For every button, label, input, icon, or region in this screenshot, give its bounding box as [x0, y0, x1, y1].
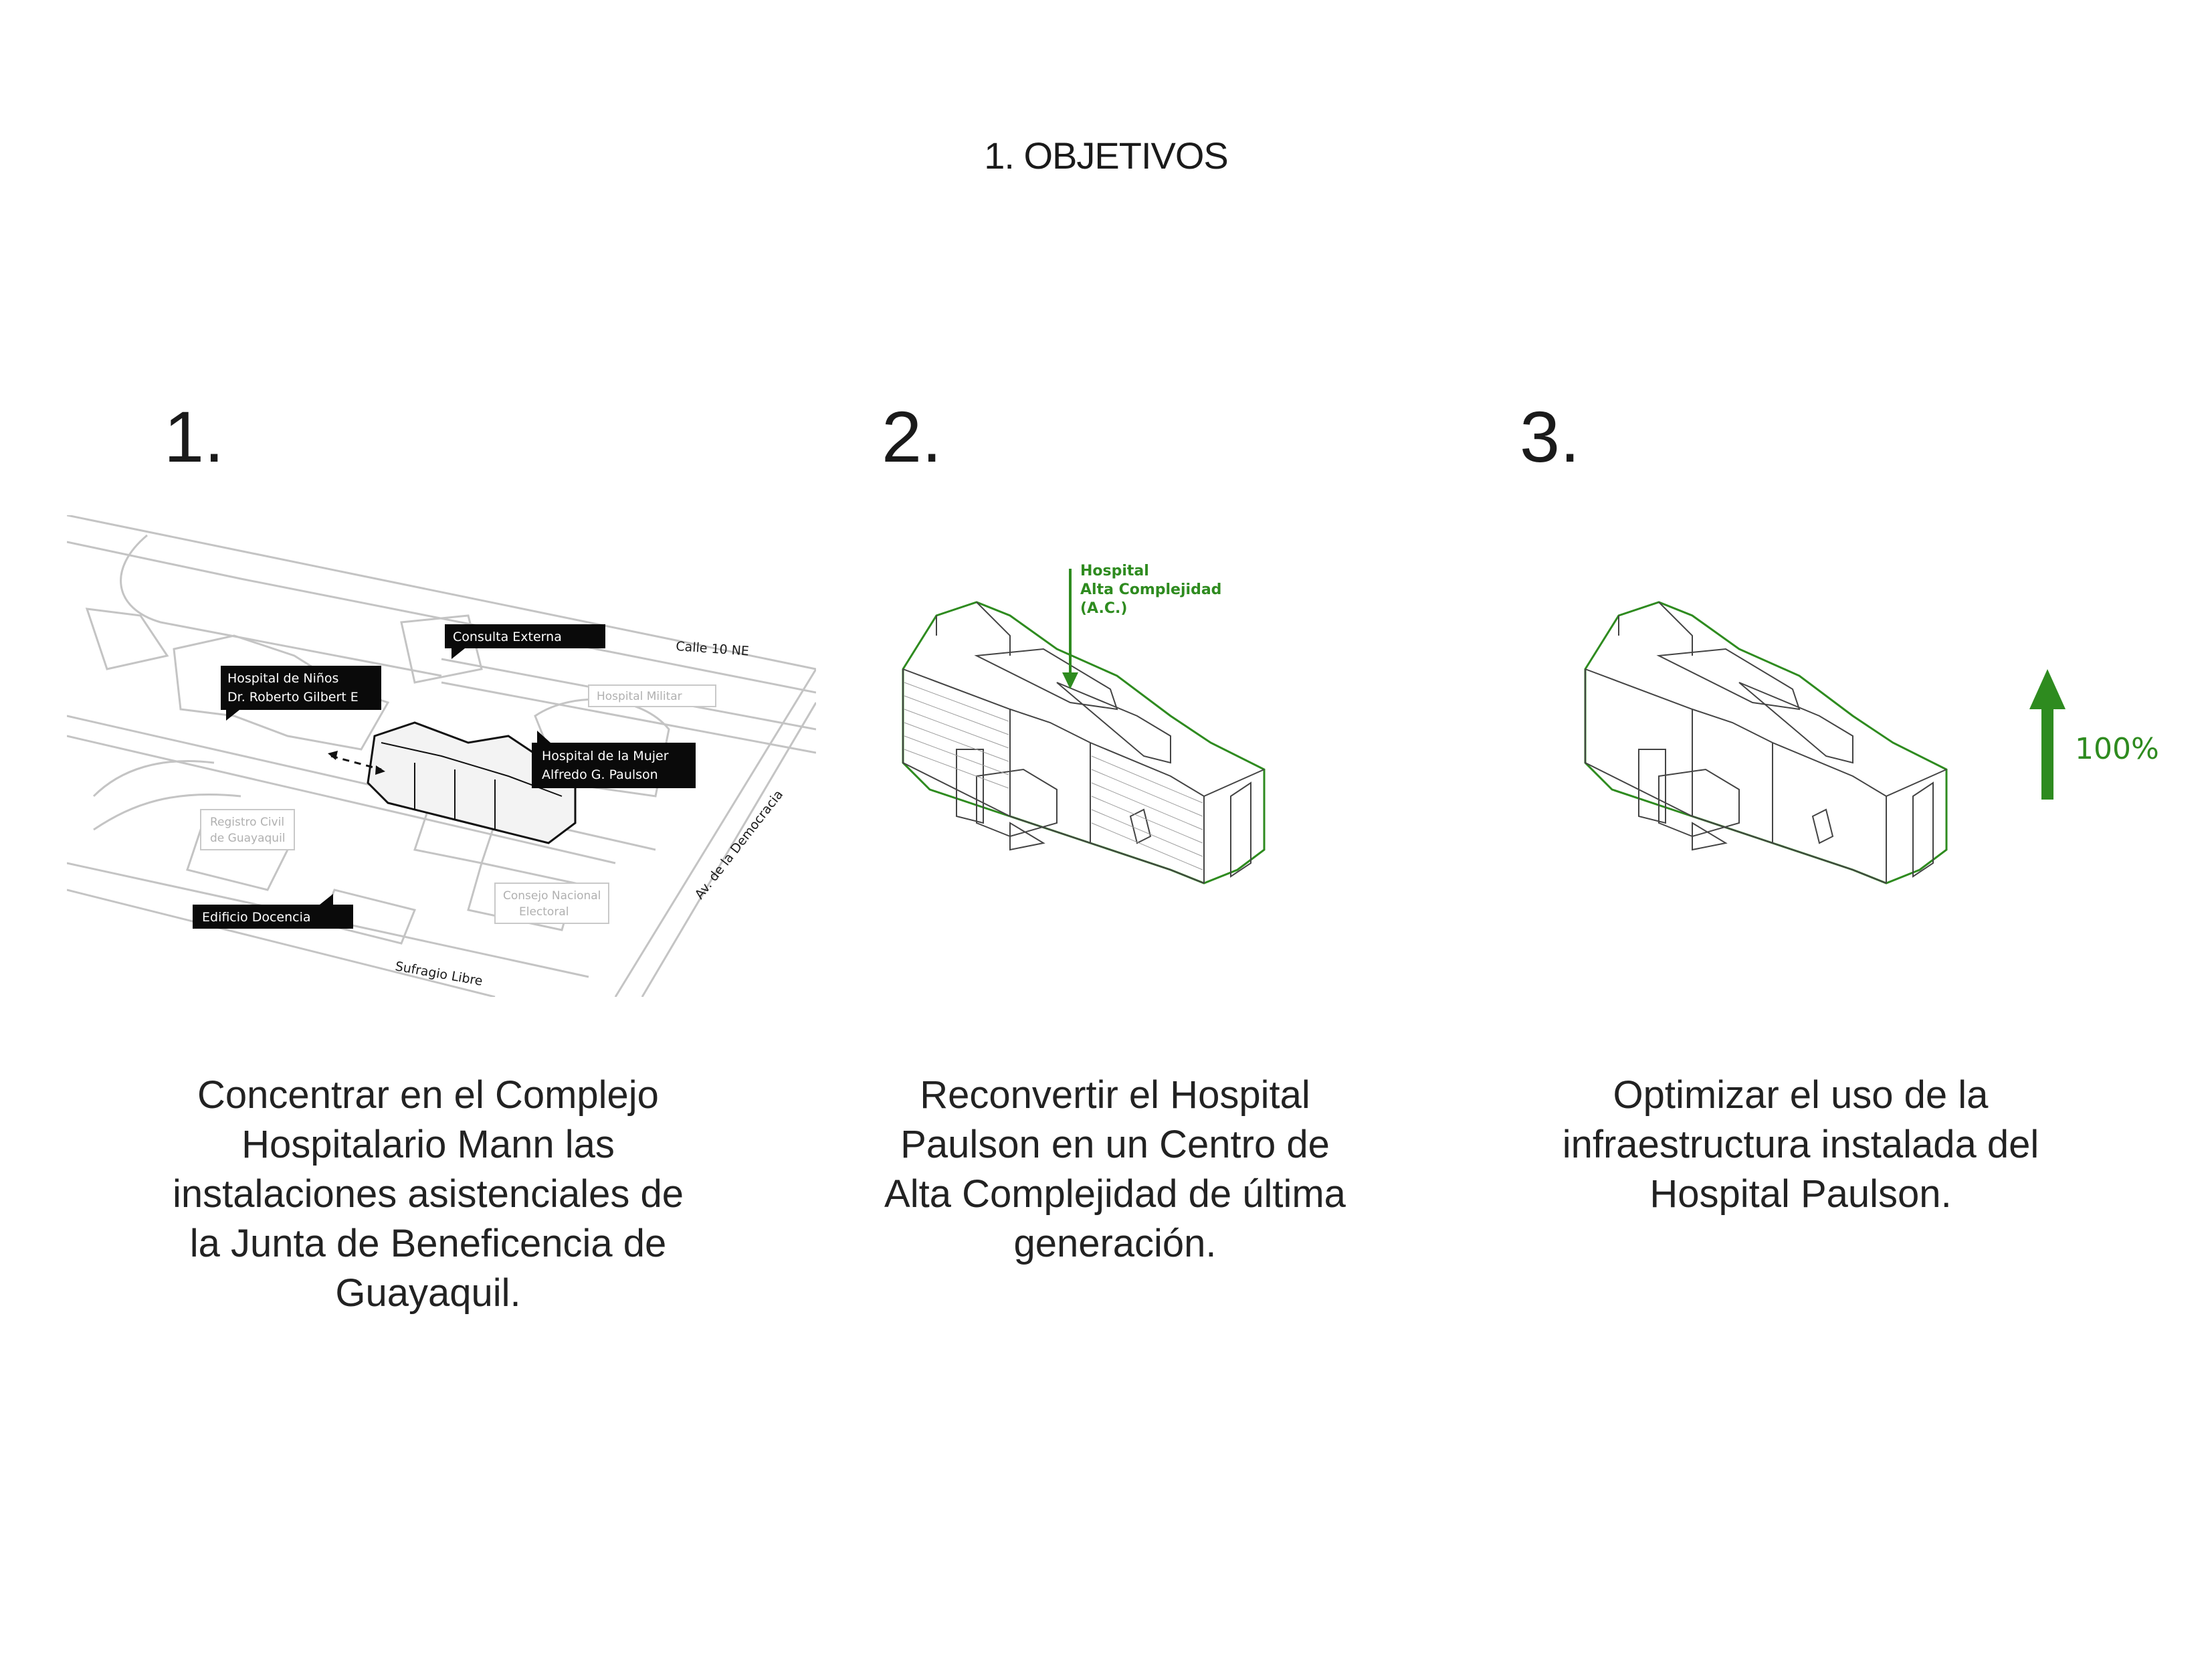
objective-caption-2: Reconvertir el Hospital Paulson en un Ce…	[807, 1071, 1423, 1269]
svg-text:Consulta Externa: Consulta Externa	[453, 630, 562, 644]
label-hospital-ninos: Hospital de Niños Dr. Roberto Gilbert E	[221, 666, 381, 721]
street-calle-10: Calle 10 NE	[676, 639, 750, 659]
label-edificio-docencia: Edificio Docencia	[193, 894, 353, 929]
label-hospital-mujer: Hospital de la Mujer Alfredo G. Paulson	[532, 731, 696, 788]
caption-1-line: la Junta de Beneficencia de	[120, 1219, 736, 1269]
objective-number-3: 3.	[1520, 395, 1580, 478]
svg-text:Edificio Docencia: Edificio Docencia	[202, 910, 311, 925]
svg-text:Electoral: Electoral	[519, 905, 569, 919]
hospital-ac-diagram: Hospital Alta Complejidad (A.C.)	[890, 549, 1358, 923]
caption-1-line: instalaciones asistenciales de	[120, 1170, 736, 1219]
svg-text:Consejo Nacional: Consejo Nacional	[503, 889, 601, 903]
ac-label-line-2: Alta Complejidad	[1080, 581, 1221, 598]
svg-text:Dr. Roberto Gilbert E: Dr. Roberto Gilbert E	[227, 690, 359, 705]
objective-number-1: 1.	[164, 395, 224, 478]
street-democracia: Av. de la Democracia	[692, 788, 787, 902]
street-sufragio: Sufragio Libre	[394, 959, 484, 989]
caption-2-line: generación.	[807, 1219, 1423, 1269]
objective-caption-1: Concentrar en el Complejo Hospitalario M…	[120, 1071, 736, 1318]
site-map-diagram: Consulta Externa Hospital de Niños Dr. R…	[67, 515, 816, 997]
hospital-optimized-diagram: 100%	[1572, 589, 2187, 937]
caption-1-line: Concentrar en el Complejo	[120, 1071, 736, 1120]
page-title: 1. OBJETIVOS	[0, 134, 2212, 177]
svg-text:Hospital de Niños: Hospital de Niños	[227, 671, 338, 686]
label-consulta-externa: Consulta Externa	[445, 624, 605, 659]
label-hospital-militar: Hospital Militar	[589, 685, 716, 707]
caption-1-line: Guayaquil.	[120, 1269, 736, 1318]
ac-label-line-1: Hospital	[1080, 563, 1149, 579]
ac-label-line-3: (A.C.)	[1080, 600, 1127, 617]
caption-3-line: infraestructura instalada del	[1493, 1120, 2108, 1170]
objective-number-2: 2.	[882, 395, 942, 478]
caption-3-line: Optimizar el uso de la	[1493, 1071, 2108, 1120]
caption-1-line: Hospitalario Mann las	[120, 1120, 736, 1170]
caption-2-line: Reconvertir el Hospital	[807, 1071, 1423, 1120]
svg-text:Alfredo G. Paulson: Alfredo G. Paulson	[542, 767, 658, 782]
label-consejo-electoral: Consejo Nacional Electoral	[495, 883, 609, 923]
caption-3-line: Hospital Paulson.	[1493, 1170, 2108, 1219]
svg-text:Hospital de la Mujer: Hospital de la Mujer	[542, 749, 669, 763]
svg-text:Hospital Militar: Hospital Militar	[597, 690, 682, 703]
objective-caption-3: Optimizar el uso de la infraestructura i…	[1493, 1071, 2108, 1219]
svg-text:de Guayaquil: de Guayaquil	[210, 832, 286, 845]
caption-2-line: Paulson en un Centro de	[807, 1120, 1423, 1170]
caption-2-line: Alta Complejidad de última	[807, 1170, 1423, 1219]
label-registro-civil: Registro Civil de Guayaquil	[201, 810, 294, 850]
svg-text:Registro Civil: Registro Civil	[210, 816, 284, 829]
growth-percentage: 100%	[2075, 732, 2159, 766]
